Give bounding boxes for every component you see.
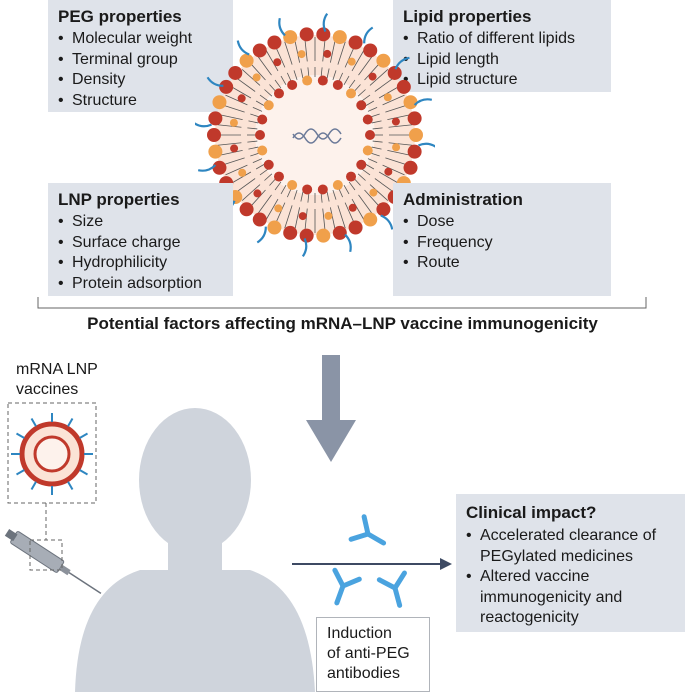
list-item: Route [403, 253, 601, 274]
down-arrow-icon [306, 355, 356, 462]
list-item: Size [58, 212, 223, 233]
list-item: Surface charge [58, 233, 223, 254]
list-item: Terminal group [58, 50, 223, 71]
list-item: Ratio of different lipids [403, 29, 601, 50]
list-item: Molecular weight [58, 29, 223, 50]
antibody-icon [332, 514, 407, 608]
mrna-strand-icon [292, 128, 342, 144]
list-item: Structure [58, 91, 223, 112]
vaccine-label: mRNA LNP vaccines [16, 361, 98, 398]
lnp-properties-box: LNP properties Size Surface charge Hydro… [48, 183, 233, 296]
peg-properties-title: PEG properties [58, 7, 182, 26]
list-item: Hydrophilicity [58, 253, 223, 274]
lipid-nanoparticle-illustration [195, 12, 435, 258]
list-item: Protein adsorption [58, 274, 223, 295]
list-item: Frequency [403, 233, 601, 254]
mini-lnp-icon [11, 413, 93, 495]
list-item: Dose [403, 212, 601, 233]
list-item: Density [58, 70, 223, 91]
induction-box: Induction of anti-PEG antibodies [316, 617, 430, 692]
clinical-impact-box: Clinical impact? Accelerated clearance o… [456, 494, 685, 632]
peg-properties-box: PEG properties Molecular weight Terminal… [48, 0, 233, 112]
lnp-properties-title: LNP properties [58, 190, 180, 209]
syringe-icon [4, 529, 102, 595]
list-item: Accelerated clearance of PEGylated medic… [466, 526, 675, 567]
vaccine-zoom-box [7, 402, 97, 504]
list-item: Altered vaccine immunogenicity and react… [466, 567, 675, 629]
right-arrow-icon [292, 558, 452, 570]
administration-title: Administration [403, 190, 523, 209]
clinical-impact-title: Clinical impact? [466, 503, 597, 522]
administration-box: Administration Dose Frequency Route [393, 183, 611, 296]
human-silhouette [75, 408, 315, 692]
list-item: Lipid structure [403, 70, 601, 91]
figure-caption: Potential factors affecting mRNA–LNP vac… [87, 314, 598, 333]
lipid-properties-box: Lipid properties Ratio of different lipi… [393, 0, 611, 92]
lipid-properties-title: Lipid properties [403, 7, 532, 26]
